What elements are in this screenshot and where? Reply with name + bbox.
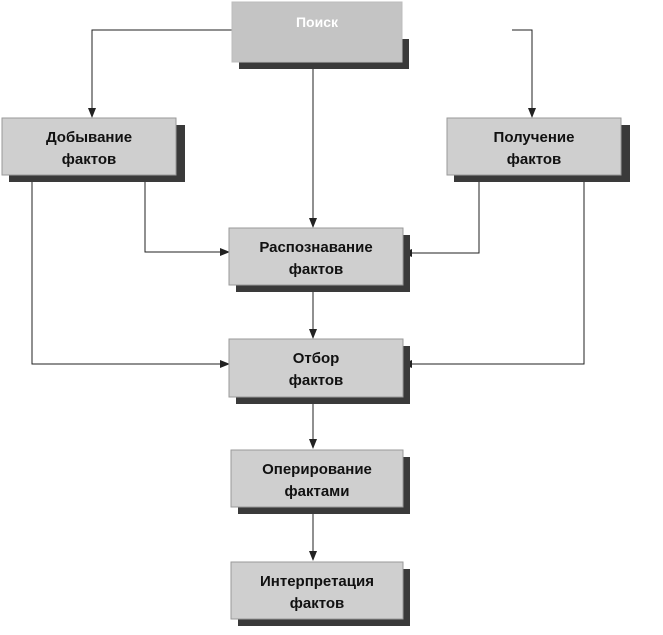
node-selection: Отбор фактов [228, 338, 410, 404]
node-extraction: Добывание фактов [1, 117, 185, 182]
node-interpretation-label-line2: фактов [290, 595, 345, 612]
node-receiving-label-line1: Получение [494, 129, 575, 146]
node-extraction-label-line1: Добывание [46, 129, 132, 146]
node-receiving: Получение фактов [446, 117, 630, 182]
node-selection-label-line2: фактов [289, 372, 344, 389]
edge-extraction-to-recognition [144, 175, 230, 256]
edge-extraction-to-selection [31, 175, 230, 368]
node-search-label: Поиск [296, 14, 339, 30]
node-extraction-label-line2: фактов [62, 151, 117, 168]
edge-search-to-extraction [88, 29, 232, 118]
node-interpretation-label-line1: Интерпретация [260, 573, 374, 590]
node-selection-label-line1: Отбор [293, 350, 340, 367]
edge-receiving-to-recognition [402, 175, 480, 257]
node-search: Поиск [231, 1, 409, 69]
node-interpretation: Интерпретация фактов [230, 561, 410, 626]
edge-search-to-receiving [512, 29, 536, 118]
node-recognition: Распознавание фактов [228, 227, 410, 292]
edge-receiving-to-selection [402, 175, 585, 368]
node-recognition-label-line2: фактов [289, 261, 344, 278]
edges [31, 29, 585, 561]
node-operating: Оперирование фактами [230, 449, 410, 514]
node-recognition-label-line1: Распознавание [259, 239, 372, 256]
node-operating-label-line1: Оперирование [262, 461, 372, 478]
node-operating-label-line2: фактами [285, 483, 350, 500]
node-receiving-label-line2: фактов [507, 151, 562, 168]
